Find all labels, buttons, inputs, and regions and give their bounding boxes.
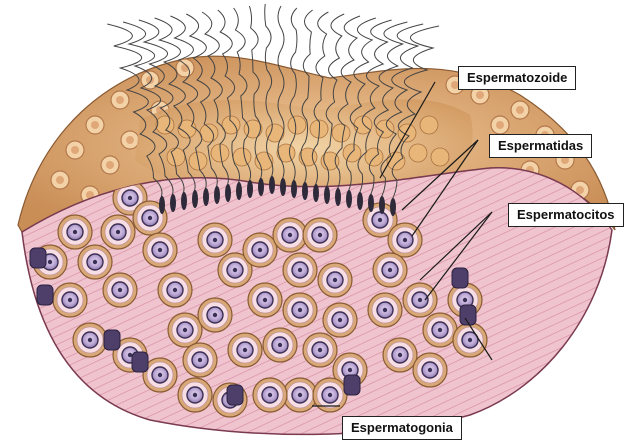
label-espermatogonia: Espermatogonia [342, 416, 462, 440]
label-espermatozoide: Espermatozoide [458, 66, 576, 90]
label-espermatocitos: Espermatocitos [508, 203, 624, 227]
label-espermatidas: Espermatidas [489, 134, 592, 158]
